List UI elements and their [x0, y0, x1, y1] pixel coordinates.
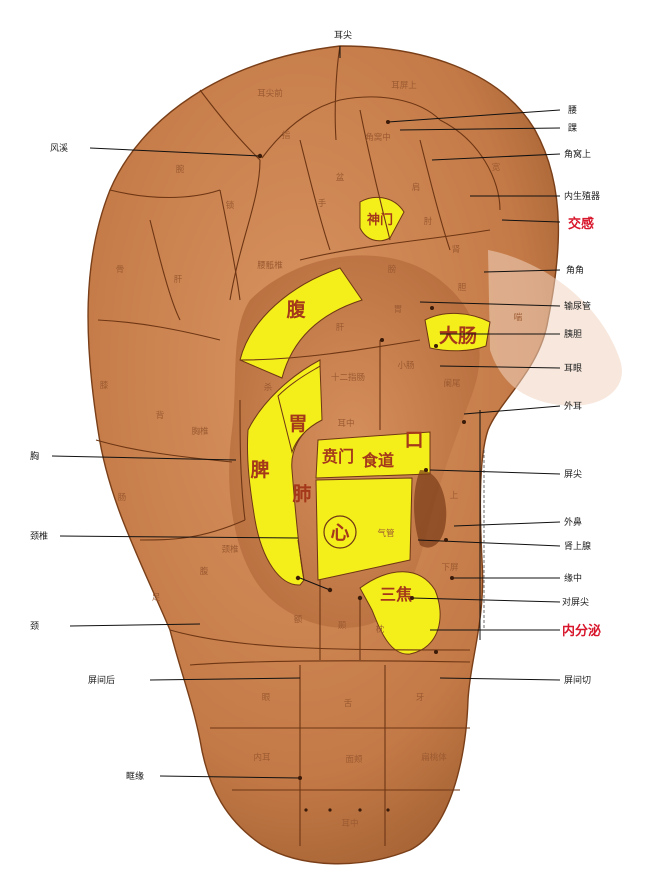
zone-dan: 胆 [458, 283, 467, 293]
zone-ganzi: 肝 [174, 275, 183, 285]
zone-bei: 背 [156, 410, 165, 421]
callout-erluo: 耳眼 [564, 363, 582, 374]
label-fei: 肺 [292, 483, 311, 505]
zone-wei-small: 胃 [394, 305, 403, 315]
zone-mianjia: 面颊 [345, 754, 363, 765]
callout-top: 耳尖 [334, 29, 352, 41]
zone-ezhong: 耳中 [341, 818, 358, 829]
zone-sha: 杀 [264, 382, 273, 393]
callout-waibi: 外鼻 [564, 516, 582, 528]
callout-shenshangxian: 肾上腺 [564, 540, 591, 552]
zone-erluo-top: 耳屏上 [391, 81, 417, 91]
zone-neier: 内耳 [253, 752, 271, 763]
zone-shen: 肾 [452, 245, 461, 255]
label-shidao: 食道 [361, 451, 394, 470]
zone-xi: 膝 [100, 380, 109, 391]
label-fu: 腹 [285, 298, 306, 321]
zone-xiaochang: 小肠 [397, 360, 414, 371]
zone-yan: 眼 [262, 693, 271, 703]
callout-waier: 外耳 [564, 400, 582, 412]
zone-pen: 盆 [336, 172, 345, 183]
label-bengmen: 贲门 [322, 447, 354, 466]
zone-wan: 腕 [176, 164, 185, 175]
zone-chuan: 喘 [514, 312, 523, 323]
zone-ya: 牙 [416, 693, 425, 703]
label-pi: 脾 [249, 458, 269, 481]
zone-pang: 膀 [388, 264, 397, 275]
callout-jing: 踝 [568, 123, 577, 134]
zone-jian: 肩 [412, 182, 421, 193]
zone-shou: 手 [318, 198, 327, 209]
zone-kuan: 宽 [492, 162, 501, 173]
zone-shang1: 上 [450, 491, 459, 501]
callout-jiaojian: 角角 [566, 264, 584, 276]
callout-shuniaoguan: 输尿管 [564, 300, 591, 312]
callout-pingjian: 屏尖 [564, 468, 582, 480]
callout-pingjianqie: 屏间切 [564, 674, 591, 686]
zone-biantaoti: 扁桃体 [421, 752, 447, 763]
zone-xiongzhui: 胸椎 [191, 426, 209, 437]
zone-nie: 颞 [338, 621, 347, 631]
zone-gan: 肝 [336, 323, 345, 333]
callout-fengxi: 风溪 [50, 142, 68, 154]
callout-yuanzhong: 缘中 [564, 572, 582, 584]
callout-neifenmi: 内分泌 [562, 623, 601, 639]
callout-yishu: 胰胆 [564, 328, 582, 340]
callout-jiaowoshang: 角窝上 [564, 148, 591, 160]
label-sanjiao: 三焦 [380, 585, 412, 604]
zone-yijiao: 腰骶椎 [257, 260, 283, 271]
zone-gu: 骨 [116, 265, 125, 275]
callout-jingzhui: 颈椎 [30, 530, 48, 542]
callout-neishengzhiqi: 内生殖器 [564, 190, 600, 202]
zone-zu: 足 [152, 593, 161, 603]
zone-ertou: 耳尖前 [257, 88, 283, 99]
zone-suo: 锁 [226, 200, 235, 211]
zone-shi: 十二指肠 [331, 372, 365, 383]
label-xin: 心 [330, 522, 349, 544]
callout-duipingjian: 对屏尖 [562, 596, 589, 608]
zone-zhou: 肘 [424, 217, 433, 227]
zone-chang: 肠 [118, 493, 127, 503]
zone-zhi: 指 [282, 130, 291, 141]
zone-jiaowozhong: 角窝中 [365, 132, 391, 143]
zone-zhen: 枕 [376, 624, 385, 635]
zone-lanwei: 阑尾 [443, 378, 461, 389]
callout-pingjianhou: 屏间后 [88, 674, 115, 686]
label-dachang: 大肠 [439, 324, 477, 347]
zone-e: 额 [294, 614, 303, 625]
zone-fu2: 腹 [200, 566, 209, 577]
callout-xiong: 胸 [30, 450, 39, 462]
label-kou: 口 [404, 429, 423, 451]
zone-xiaping: 下屏 [441, 563, 459, 573]
zone-jingzhui2: 颈椎 [221, 544, 239, 555]
label-shenmen: 神门 [367, 212, 393, 228]
zone-erzhong: 耳中 [337, 418, 354, 429]
zone-qiguan: 气管 [377, 528, 394, 539]
callout-kuangwei: 眶缘 [126, 770, 144, 782]
callout-jiaogan: 交感 [568, 216, 594, 232]
label-wei: 胃 [288, 413, 307, 435]
callout-ding: 腰 [568, 105, 577, 116]
callout-jing-l: 颈 [30, 621, 39, 632]
zone-she: 舌 [344, 698, 353, 709]
